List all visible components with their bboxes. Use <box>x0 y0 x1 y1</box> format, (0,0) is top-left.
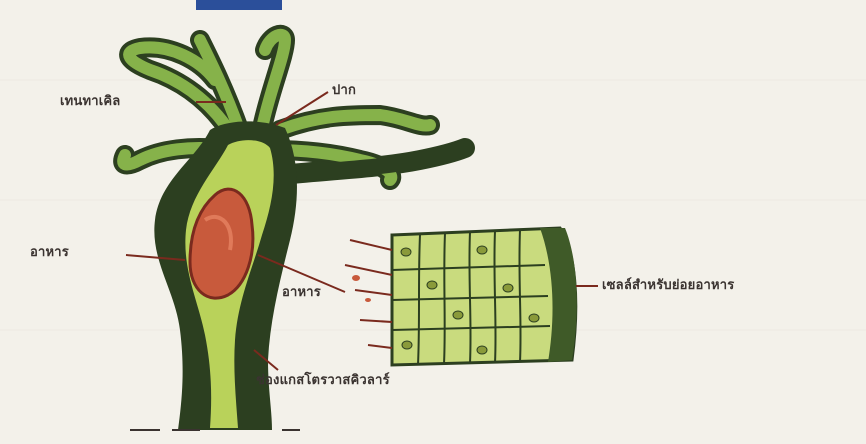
label-food-left: อาหาร <box>30 246 69 259</box>
label-gastrovascular-cavity: ช่องแกสโตรวาสคิวลาร์ <box>256 374 390 387</box>
label-tentacle: เทนทาเคิล <box>60 95 120 108</box>
digestive-cell-block <box>345 228 577 365</box>
label-mouth: ปาก <box>332 84 356 97</box>
label-digestive-cells: เซลล์สำหรับย่อยอาหาร <box>602 279 734 292</box>
label-food-center: อาหาร <box>282 286 321 299</box>
